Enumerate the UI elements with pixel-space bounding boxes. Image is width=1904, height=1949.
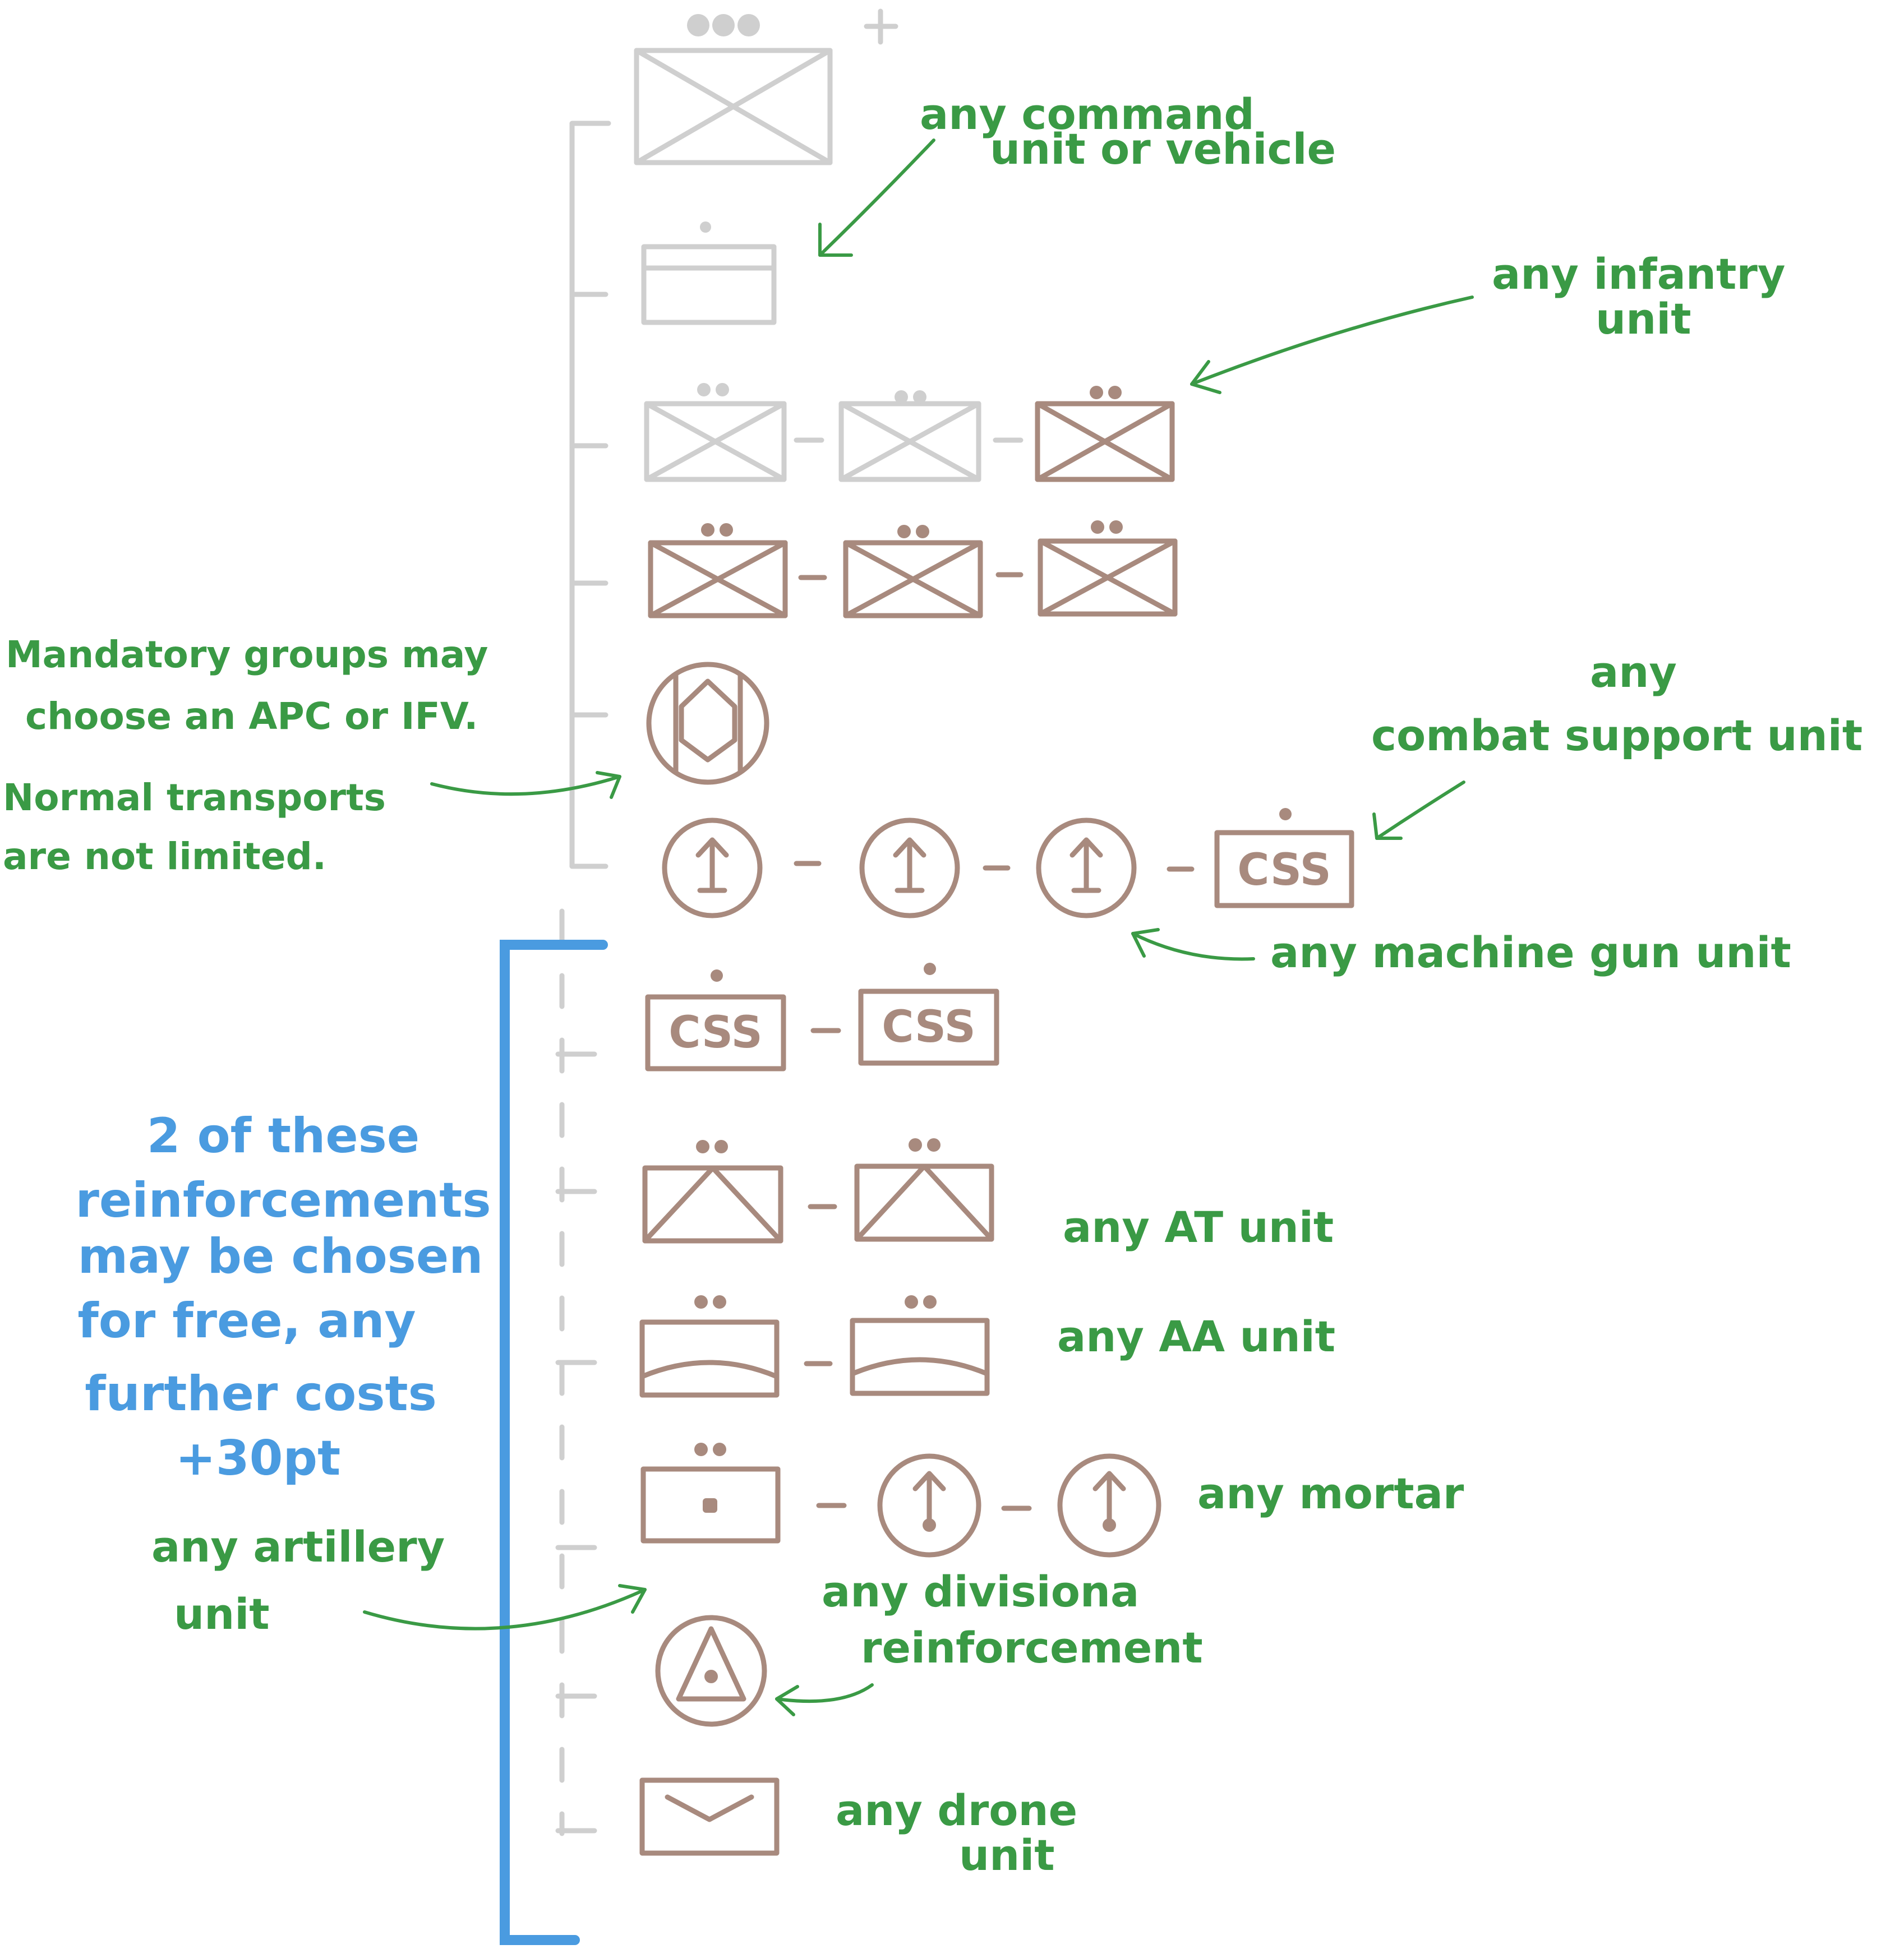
infantry-squad-3: [1038, 520, 1178, 617]
artillery-note-line1: any artillery: [151, 1522, 445, 1572]
mortar-unit-2: [877, 1453, 981, 1558]
combat-support-note-line2: combat support unit: [1371, 710, 1862, 760]
css-label: CSS: [1237, 845, 1331, 895]
mandatory-tree-bracket: [569, 121, 611, 869]
rule-line5: further costs: [85, 1366, 437, 1422]
mortar-unit-1: [640, 1443, 781, 1544]
infantry-option-1: [644, 383, 787, 482]
mortar-note: any mortar: [1197, 1468, 1464, 1518]
transport-note-line1: Normal transports: [3, 776, 386, 819]
infantry-option-2: [838, 390, 981, 482]
rule-line6: +30pt: [176, 1430, 340, 1486]
arrow-artillery: [363, 1584, 647, 1631]
infantry-squad-1: [648, 523, 788, 618]
divisional-reinforcement-symbol: [655, 1615, 767, 1727]
rule-line1: 2 of these: [147, 1108, 419, 1164]
combat-support-unit-1: CSS: [1214, 808, 1354, 908]
command-note-line2: unit or vehicle: [990, 124, 1336, 174]
machine-gun-unit-1: [662, 818, 763, 918]
mandatory-note-line1: Mandatory groups may: [6, 633, 488, 676]
anti-air-unit-1: [639, 1295, 780, 1398]
infantry-note-line1: any infantry: [1492, 249, 1785, 299]
infantry-option-3: [1035, 386, 1175, 482]
reinforcement-rule-note: 2 of these reinforcements may be chosen …: [75, 1108, 491, 1486]
infantry-squad-2: [843, 525, 983, 618]
drone-note-line1: any drone: [836, 1785, 1077, 1835]
command-unit-symbol: [634, 8, 898, 165]
arrow-machine-gun: [1131, 928, 1255, 961]
command-note-line1: any command: [920, 89, 1255, 139]
transport-note-line2: are not limited.: [3, 835, 326, 878]
machine-gun-unit-2: [859, 818, 960, 918]
rule-line3: may be chosen: [78, 1228, 483, 1285]
aa-note: any AA unit: [1057, 1311, 1335, 1361]
arrow-divisional: [775, 1683, 874, 1716]
css-label: CSS: [669, 1008, 763, 1058]
rule-line4: for free, any: [77, 1293, 416, 1349]
at-note: any AT unit: [1063, 1202, 1334, 1252]
anti-tank-unit-2: [854, 1138, 994, 1242]
divisional-note-line1: any divisiona: [822, 1567, 1139, 1617]
machine-gun-note: any machine gun unit: [1270, 927, 1791, 977]
anti-air-unit-2: [850, 1295, 990, 1396]
command-vehicle-symbol: [641, 221, 777, 325]
drone-unit-symbol: [639, 1777, 780, 1856]
css-label: CSS: [882, 1002, 976, 1052]
mortar-unit-3: [1057, 1453, 1161, 1558]
arrow-command: [818, 138, 935, 257]
mandatory-note-line2: choose an APC or IFV.: [25, 695, 478, 738]
infantry-note-line2: unit: [1596, 294, 1691, 344]
arrow-combat-support: [1372, 780, 1465, 840]
drone-note-line2: unit: [959, 1830, 1055, 1880]
reinforcement-tree-dashed: [555, 908, 597, 1836]
divisional-note-line2: reinforcement: [861, 1623, 1203, 1673]
arrow-transports: [430, 771, 621, 799]
rule-line2: reinforcements: [75, 1172, 491, 1228]
combat-support-note-line1: any: [1590, 647, 1677, 697]
machine-gun-unit-3: [1036, 818, 1137, 918]
arrow-infantry: [1190, 295, 1474, 394]
anti-tank-unit-1: [642, 1140, 783, 1244]
artillery-note-line2: unit: [174, 1589, 270, 1639]
reinforcement-bracket: [500, 940, 608, 1945]
combat-support-unit-3: CSS: [858, 963, 999, 1066]
apc-ifv-symbol: [646, 662, 769, 785]
combat-support-unit-2: CSS: [645, 969, 786, 1072]
